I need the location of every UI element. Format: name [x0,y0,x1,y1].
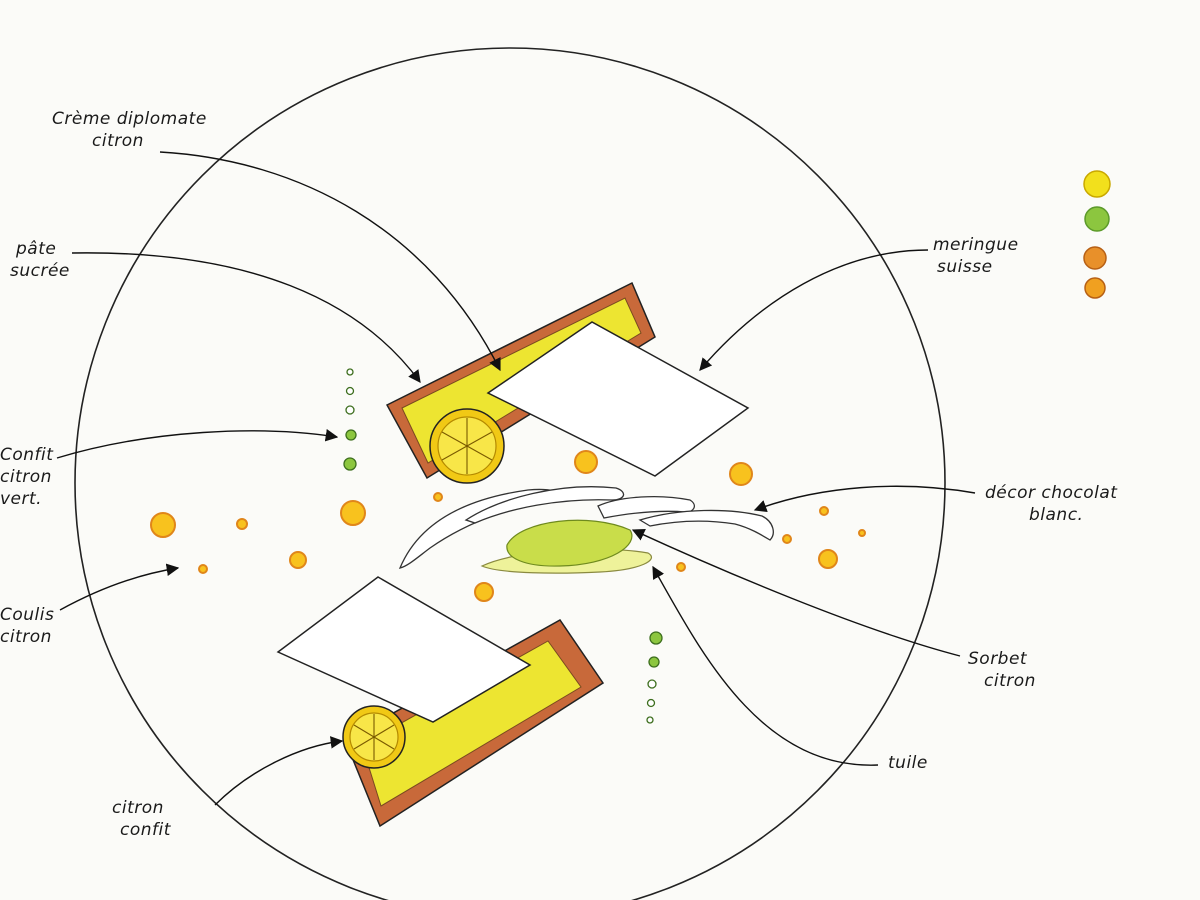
label-decor-line1: décor chocolat [985,483,1118,503]
arrow-meringue [699,249,929,371]
coulis-dot [574,450,598,474]
label-confit-line2: citron [0,467,52,487]
label-coulis-line2: citron [0,627,52,647]
coulis-dot [782,534,792,544]
coulis-dot [729,462,753,486]
coulis-dot [340,500,366,526]
label-sorbet-line1: Sorbet [968,649,1028,669]
coulis-dot [676,562,686,572]
label-tuile-line1: tuile [888,753,928,773]
swatch-yellow [1083,170,1111,198]
lower-candied-lemon [342,705,406,769]
label-sorbet-line2: citron [984,671,1036,691]
label-tuile: tuile [888,752,928,774]
arrow-pate [71,252,421,384]
arrow-citron-confit [214,736,344,806]
coulis-dot [150,512,176,538]
arrow-decor [753,485,976,512]
label-creme-line2: citron [92,131,144,151]
plate-outline [74,47,946,900]
label-creme-diplomate: Crème diplomate citron [52,108,207,152]
label-pate-line2: sucrée [10,261,70,281]
label-coulis-citron: Coulis citron [0,604,54,648]
coulis-dot [819,506,829,516]
label-citron-confit: citron confit [112,797,171,841]
coulis-dot [474,582,494,602]
upper-meringue [486,321,750,477]
arrow-confit-vert [56,429,339,459]
swatch-green [1084,206,1110,232]
swatch-amber [1084,277,1106,299]
label-sorbet-citron: Sorbet citron [968,648,1036,692]
label-citron-line1: citron [112,798,164,818]
coulis-dot [198,564,208,574]
arrow-coulis [59,563,180,611]
label-pate-sucree: pâte sucrée [10,238,70,282]
arrow-tuile [652,565,879,766]
label-meringue-line1: meringue [933,235,1019,255]
upper-candied-lemon [429,408,505,484]
arrow-sorbet [631,529,961,657]
label-coulis-line1: Coulis [0,605,55,625]
arrow-creme [159,151,501,372]
label-meringue-suisse: meringue suisse [933,234,1019,278]
coulis-dot [858,529,866,537]
sorbet-quenelle [506,519,633,567]
label-confit-line3: vert. [0,489,43,509]
label-decor-chocolat: décor chocolat blanc. [985,482,1117,526]
lower-meringue [276,576,532,723]
label-confit-citron-vert: Confit citron vert. [0,444,53,510]
white-chocolate-decor [398,486,774,569]
color-swatches [1083,170,1111,299]
coulis-dot [289,551,307,569]
coulis-dot [818,549,838,569]
coulis-dot [433,492,443,502]
lime-confit-dots-lower [646,631,663,724]
label-creme-line1: Crème diplomate [52,109,207,129]
label-confit-line1: Confit [0,445,54,465]
label-decor-line2: blanc. [1029,505,1084,525]
label-pate-line1: pâte [16,239,57,259]
lime-confit-dots-upper [343,368,357,471]
swatch-orange [1083,246,1107,270]
label-meringue-line2: suisse [937,257,993,277]
coulis-dot [236,518,248,530]
label-citron-line2: confit [120,820,171,840]
coulis-dots [150,450,866,602]
